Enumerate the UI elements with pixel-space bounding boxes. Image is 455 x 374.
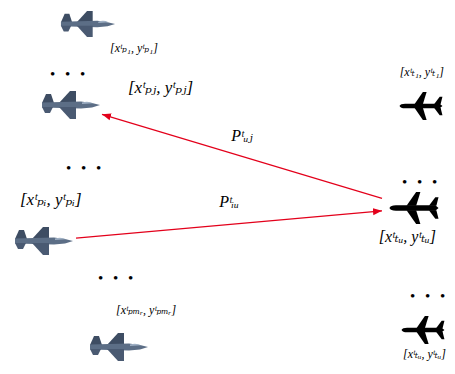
jet-canopy [82, 102, 93, 104]
jet-tail [15, 243, 26, 249]
airplane-shape [389, 192, 438, 224]
jet-canopy [130, 344, 141, 346]
coordinate-label: [xᵗₚⱼ, yᵗₚⱼ] [128, 78, 193, 98]
fighter-jet-icon [88, 332, 150, 362]
coordinate-label: [xᵗₚₘᵣ, yᵗₚₘᵣ] [116, 304, 176, 318]
plane-tail [434, 108, 442, 115]
jet-tail [90, 349, 101, 355]
plane-tail [436, 332, 444, 339]
plane-wing [407, 192, 421, 206]
plane-wing [414, 92, 426, 104]
jet-wing [32, 243, 49, 255]
coordinate-label: [xᵗₜᵤ, yᵗₜᵤ] [403, 348, 446, 362]
plane-fuselage [389, 205, 438, 210]
airplane-shape [402, 316, 445, 344]
plane-wing [416, 332, 428, 344]
ellipsis-dots: • • • [50, 66, 88, 83]
jet-tail [42, 94, 54, 103]
fighter-node: [xᵗₚᵢ, yᵗₚᵢ] [12, 226, 76, 256]
plane-fuselage [402, 328, 445, 333]
ellipsis-dots: • • • [402, 174, 440, 191]
plane-fuselage [400, 104, 443, 109]
jet-tail [61, 14, 72, 22]
fighter-jet-shape [90, 333, 148, 361]
jet-wing [77, 11, 93, 22]
plane-tail [429, 197, 439, 206]
ellipsis-dots: • • • [98, 270, 136, 287]
edge-label: Pᵗᵢᵤ [217, 193, 241, 211]
fighter-jet-shape [15, 227, 73, 255]
jet-tail [61, 26, 71, 32]
jet-tail [42, 107, 53, 113]
coordinate-label: [xᵗₚ₁, yᵗₚ₁] [110, 42, 158, 56]
fighter-jet-shape [42, 91, 100, 119]
plane-wing [416, 316, 428, 328]
target-node: [xᵗₜᵤ, yᵗₜᵤ] [400, 316, 446, 344]
fighter-node: [xᵗₚ₁, yᵗₚ₁] [58, 10, 118, 38]
airplane-icon [400, 316, 446, 344]
power-arrow [76, 211, 382, 238]
jet-wing [107, 333, 124, 345]
plane-wing [407, 210, 421, 224]
jet-wing [59, 107, 76, 119]
airplane-shape [400, 92, 443, 120]
coordinate-label: [xᵗₜᵤ, yᵗₜᵤ] [379, 228, 436, 246]
airplane-icon [382, 192, 446, 224]
jet-canopy [55, 238, 66, 240]
fighter-jet-shape [61, 11, 115, 37]
coordinate-label: [xᵗₜ₁, yᵗₜ₁] [400, 66, 444, 80]
ellipsis-dots: • • • [410, 288, 448, 305]
jet-tail [90, 336, 102, 345]
target-node: [xᵗₜᵤ, yᵗₜᵤ] [382, 192, 446, 224]
fighter-node: [xᵗₚⱼ, yᵗₚⱼ] [40, 90, 102, 120]
plane-tail [436, 321, 444, 328]
coordinate-label: [xᵗₚᵢ, yᵗₚᵢ] [20, 190, 82, 210]
jet-canopy [98, 21, 108, 23]
jet-wing [107, 349, 124, 361]
power-arrow [102, 114, 382, 198]
plane-tail [429, 210, 439, 219]
fighter-jet-icon [40, 90, 102, 120]
fighter-jet-icon [12, 226, 76, 256]
target-node: [xᵗₜ₁, yᵗₜ₁] [398, 92, 444, 120]
plane-wing [414, 108, 426, 120]
ellipsis-dots: • • • [66, 160, 104, 177]
jet-tail [15, 230, 27, 239]
edge-label: Pᵗᵤⱼ [229, 127, 254, 145]
airplane-icon [398, 92, 444, 120]
jet-wing [77, 26, 93, 37]
fighter-node: [xᵗₚₘᵣ, yᵗₚₘᵣ] [88, 332, 150, 362]
fighter-jet-icon [58, 10, 118, 38]
jet-wing [32, 227, 49, 239]
jet-wing [59, 91, 76, 103]
plane-tail [434, 97, 442, 104]
